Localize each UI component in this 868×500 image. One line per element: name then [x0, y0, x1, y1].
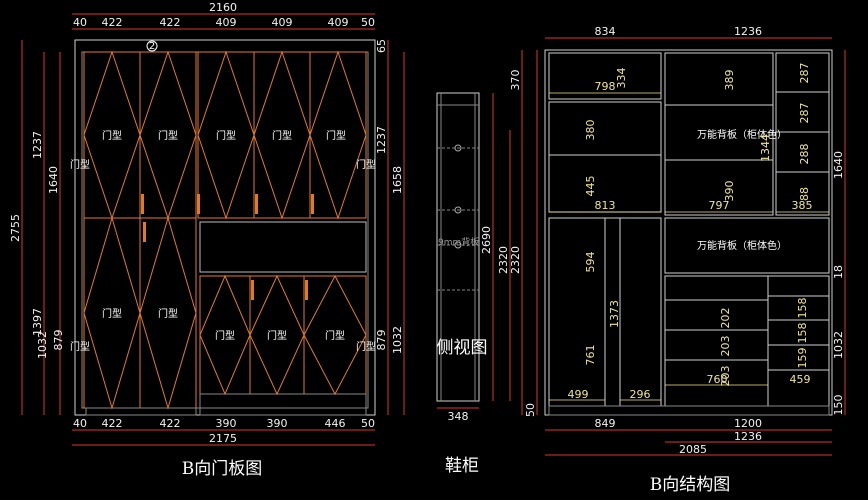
front-bottom-seg: 390: [216, 417, 237, 430]
struct-right-dim: 150: [832, 395, 845, 416]
inner-dim: 287: [798, 63, 811, 84]
door-label: 门型: [267, 329, 287, 342]
inner-dim: 296: [630, 388, 651, 401]
inner-dim: 390: [723, 181, 736, 202]
inner-dim: 594: [584, 252, 597, 273]
front-right-dim: 1237: [375, 126, 388, 154]
door-label: 门型: [102, 307, 122, 320]
front-bottom-total: 2175: [209, 432, 237, 445]
detail-marker: 2: [149, 41, 155, 52]
front-right-dim: 1032: [391, 326, 404, 354]
inner-dim: 380: [584, 120, 597, 141]
door-label: 门型: [326, 129, 346, 142]
inner-dim: 459: [790, 373, 811, 386]
inner-dim: 203: [719, 336, 732, 357]
front-left-total: 2755: [9, 214, 22, 242]
inner-dim: 158: [796, 298, 809, 319]
front-bottom-seg: 422: [160, 417, 181, 430]
door-label: 门型: [102, 129, 122, 142]
inner-dim: 499: [568, 388, 589, 401]
inner-dim: 287: [798, 103, 811, 124]
inner-dim: 1344: [759, 134, 772, 162]
front-view-title: B向门板图: [182, 459, 263, 479]
inner-dim: 202: [719, 308, 732, 329]
front-bottom-seg: 446: [325, 417, 346, 430]
front-top-seg: 422: [102, 16, 123, 29]
panel-label: 万能背板（柜体色）: [697, 239, 787, 252]
inner-dim: 813: [595, 199, 616, 212]
front-left-dim: 1032: [36, 331, 49, 359]
door-label: 门型: [158, 307, 178, 320]
door-label: 门型: [356, 158, 376, 171]
door-label: 门型: [215, 329, 235, 342]
door-label: 门型: [216, 129, 236, 142]
struct-right-dim: 1640: [832, 151, 845, 179]
struct-top-seg: 1236: [734, 25, 762, 38]
inner-dim: 159: [796, 348, 809, 369]
struct-bottom-dim: 1236: [734, 430, 762, 443]
struct-left-dim: 2320: [509, 246, 522, 274]
panel-label: 万能背板（柜体色）: [697, 128, 787, 141]
structure-view-title: B向结构图: [650, 475, 731, 495]
struct-left-dim: 50: [524, 403, 537, 417]
inner-dim: 385: [792, 199, 813, 212]
inner-dim: 797: [709, 199, 730, 212]
inner-dim: 288: [798, 144, 811, 165]
side-view-title: 鞋柜: [445, 456, 479, 476]
side-height-b: 2320: [497, 246, 510, 274]
side-view: 9mm背板 2690 2320 348 侧视图 鞋柜: [436, 92, 511, 476]
door-label: 门型: [325, 329, 345, 342]
side-width: 348: [448, 410, 469, 423]
side-height-a: 2690: [480, 226, 493, 254]
side-view-caption: 侧视图: [437, 338, 488, 358]
front-right-dim: 879: [375, 330, 388, 351]
inner-dim: 1373: [608, 300, 621, 328]
structure-view: 834 1236: [509, 25, 846, 495]
struct-bottom-dim: 849: [595, 417, 616, 430]
door-label: 门型: [70, 340, 90, 353]
front-left-dim: 1640: [47, 166, 60, 194]
inner-dim: 760: [707, 373, 728, 386]
door-label: 门型: [272, 129, 292, 142]
struct-top-seg: 834: [595, 25, 616, 38]
front-top-seg: 409: [328, 16, 349, 29]
front-bottom-seg: 390: [267, 417, 288, 430]
front-top-seg: 422: [160, 16, 181, 29]
struct-right-dim: 18: [832, 265, 845, 279]
inner-dim: 389: [723, 70, 736, 91]
front-top-seg: 409: [216, 16, 237, 29]
front-right-dim: 65: [375, 39, 388, 53]
struct-bottom-dim: 1200: [734, 417, 762, 430]
struct-right-dim: 1032: [832, 331, 845, 359]
inner-dim: 203: [719, 366, 732, 387]
front-left-dim: 879: [52, 330, 65, 351]
inner-dim: 761: [584, 345, 597, 366]
front-top-total: 2160: [209, 1, 237, 14]
front-bottom-seg: 50: [361, 417, 375, 430]
door-label: 门型: [356, 340, 376, 353]
inner-dim: 158: [796, 323, 809, 344]
front-top-seg: 40: [73, 16, 87, 29]
inner-dim: 88: [798, 187, 811, 201]
struct-bottom-total: 2085: [679, 443, 707, 456]
inner-dim: 445: [584, 176, 597, 197]
inner-dim: 334: [615, 68, 628, 89]
struct-left-dim: 370: [509, 70, 522, 91]
front-bottom-seg: 40: [73, 417, 87, 430]
front-right-dim: 1658: [391, 166, 404, 194]
front-left-dim: 1237: [31, 131, 44, 159]
front-top-seg: 50: [361, 16, 375, 29]
front-left-dim: 1397: [31, 308, 44, 336]
side-panel-note: 9mm背板: [438, 236, 479, 248]
inner-dim: 798: [595, 80, 616, 93]
front-bottom-seg: 422: [102, 417, 123, 430]
front-top-seg: 409: [272, 16, 293, 29]
door-label: 门型: [158, 129, 178, 142]
door-label: 门型: [70, 158, 90, 171]
front-view: 2160 40 422 422 409 409 409 50 2: [9, 1, 405, 479]
